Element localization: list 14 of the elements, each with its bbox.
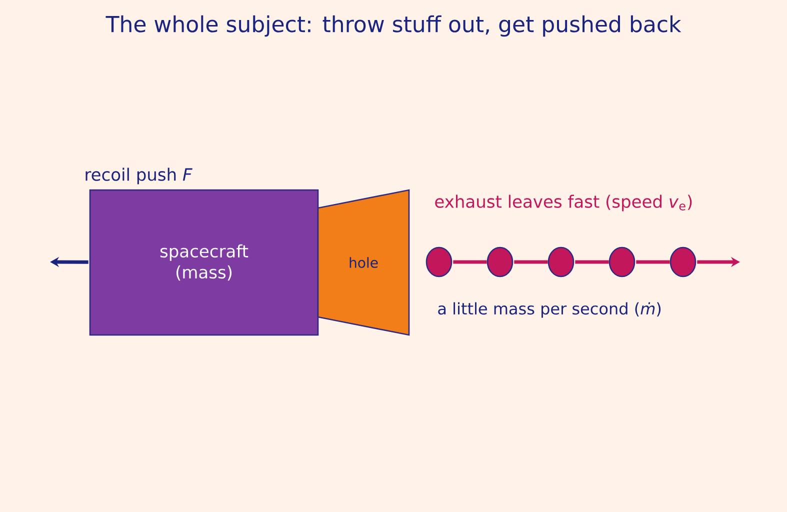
connector-line xyxy=(636,260,670,264)
exhaust-dot xyxy=(426,246,452,278)
exhaust-dot xyxy=(608,246,636,278)
connector-line xyxy=(453,260,487,264)
text-label: a little mass per second (ṁ) xyxy=(438,302,661,318)
text-label: exhaust leaves fast (speed v$_{e}$) xyxy=(435,194,692,212)
exhaust-dot xyxy=(486,246,514,278)
exhaust-dot xyxy=(548,246,574,278)
connector-line xyxy=(575,260,609,264)
spacecraft-box: spacecraft (mass) xyxy=(89,189,319,336)
title: The whole subject: throw stuff out, get pushed back xyxy=(106,15,682,37)
nozzle: hole xyxy=(317,189,410,336)
exhaust-dot xyxy=(670,246,696,278)
connector-line xyxy=(514,260,548,264)
